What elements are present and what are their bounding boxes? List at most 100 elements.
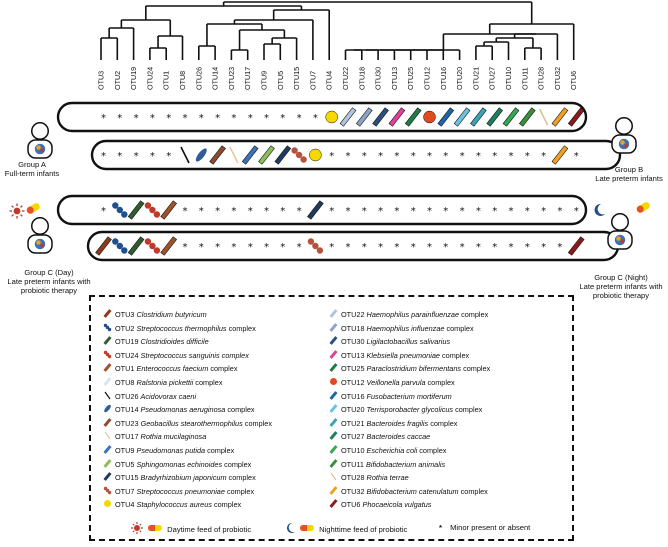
legend-species-name: Streptococcus sanguinis complex — [140, 350, 249, 360]
minor-asterisk: * — [248, 242, 253, 253]
legend-item-otu18: OTU18 Haemophilus influenzae complex — [329, 322, 474, 333]
legend-species-name: Veillonella parvula — [366, 378, 426, 387]
legend-suffix: complex — [428, 418, 458, 428]
minor-label: Minor present or absent — [450, 523, 531, 532]
minor-asterisk: * — [280, 113, 285, 124]
legend-suffix: complex — [225, 405, 255, 415]
legend-otu-id: OTU4 — [115, 500, 137, 510]
legend-otu-id: OTU10 — [341, 446, 367, 455]
legend-item-otu9: OTU9 Pseudomonas putida complex — [103, 445, 234, 455]
legend-item-otu16: OTU16 Fusobacterium mortiferum — [329, 390, 452, 401]
minor-asterisk: * — [557, 242, 562, 253]
minor-asterisk: * — [117, 151, 122, 162]
legend-species-name: Paraclostridium bifermentans — [366, 364, 462, 374]
otu-mark — [209, 145, 226, 165]
sun-icon — [9, 203, 25, 219]
otu-leaf-label: OTU24 — [145, 67, 154, 90]
minor-asterisk: * — [394, 151, 399, 162]
legend-otu-id: OTU11 — [341, 459, 367, 469]
legend-otu-id: OTU26 — [115, 391, 141, 401]
minor-asterisk: * — [101, 113, 106, 124]
legend-item-otu30: OTU30 Ligilactobacillus salivarius — [329, 336, 450, 346]
minor-asterisk: * — [199, 242, 204, 253]
group-c-day-desc1: Late preterm infants with — [7, 277, 91, 286]
minor-asterisk: * — [427, 151, 432, 162]
otu-mark — [518, 107, 536, 127]
legend-otu-id: OTU23 — [115, 418, 141, 428]
pill-icon — [300, 525, 314, 531]
minor-asterisk: * — [525, 151, 530, 162]
dendrogram — [100, 1, 575, 60]
legend-otu-id: OTU32 — [341, 486, 367, 496]
legend-species-name: Ligilactobacillus salivarius — [366, 337, 451, 347]
minor-asterisk: * — [215, 206, 220, 217]
otu-mark — [388, 107, 406, 127]
otu12-swatch-icon — [330, 378, 337, 385]
minor-asterisk: * — [476, 242, 481, 253]
legend-item-otu24: OTU24 Streptococcus sanguinis complex — [103, 350, 249, 360]
infant-icons — [9, 117, 650, 254]
otu10-swatch-icon — [329, 445, 338, 454]
legend-otu-id: OTU20 — [341, 405, 367, 415]
legend-item-otu7: OTU7 Streptococcus pneumoniae complex — [103, 486, 254, 496]
otu22-swatch-icon — [329, 309, 338, 318]
legend-day-feed: Daytime feed of probiotic — [131, 522, 251, 534]
minor-asterisk: * — [362, 206, 367, 217]
minor-asterisk: * — [346, 206, 351, 217]
otu-mark — [241, 145, 259, 165]
legend-species-name: Bradyrhizobium japonicum — [140, 473, 227, 483]
infant-icon — [27, 122, 53, 159]
minor-asterisk: * — [117, 113, 122, 124]
otu13-swatch-icon — [329, 349, 338, 359]
legend-otu-id: OTU14 — [115, 405, 141, 415]
legend-item-otu3: OTU3 Clostridium butyricum — [103, 309, 207, 319]
otu-mark — [180, 146, 190, 164]
minor-asterisk: * — [215, 113, 220, 124]
minor-asterisk: * — [574, 206, 579, 217]
otu-mark — [160, 200, 178, 220]
otu-mark — [112, 202, 128, 218]
otu1-swatch-icon — [103, 363, 112, 373]
otu28-swatch-icon — [330, 472, 337, 481]
minor-asterisk: * — [150, 113, 155, 124]
legend-species-name: Escherichia coli — [366, 446, 418, 455]
otu-leaf-label: OTU9 — [260, 71, 269, 90]
legend-otu-id: OTU9 — [115, 446, 137, 455]
night-feed-label: Nighttime feed of probiotic — [319, 525, 408, 534]
group-c-night-name: Group C (Night) — [594, 273, 648, 282]
minor-asterisk: * — [460, 151, 465, 162]
group-b-label: Group B Late preterm infants — [590, 165, 668, 183]
legend-suffix: complex — [222, 459, 252, 469]
minor-asterisk: * — [329, 206, 334, 217]
minor-asterisk: * — [280, 206, 285, 217]
otu-mark — [144, 238, 161, 254]
legend-item-otu12: OTU12 Veillonella parvula complex — [329, 377, 455, 387]
otu8-swatch-icon — [103, 377, 112, 386]
legend-suffix: complex — [208, 364, 238, 374]
minor-asterisk: * — [297, 206, 302, 217]
legend-item-otu15: OTU15 Bradyrhizobium japonicum complex — [103, 472, 256, 482]
legend-species-name: Sphingomonas echinoides — [136, 459, 223, 469]
otu-mark — [229, 146, 239, 164]
group-b-name: Group B — [614, 165, 644, 174]
otu-mark — [195, 148, 207, 162]
otu-leaf-label: OTU21 — [471, 67, 480, 90]
minor-asterisk: * — [378, 151, 383, 162]
legend-species-name: Haemophilus parainfluenzae — [366, 310, 460, 319]
legend-suffix: complex — [444, 323, 474, 333]
minor-asterisk: * — [134, 151, 139, 162]
legend-night-feed: Nighttime feed of probiotic — [283, 522, 407, 534]
minor-asterisk: * — [264, 113, 269, 124]
minor-asterisk: * — [362, 151, 367, 162]
legend-species-name: Klebsiella pneumoniae — [366, 350, 440, 360]
otu-leaf-label: OTU28 — [537, 67, 546, 90]
minor-asterisk: * — [101, 151, 106, 162]
legend-suffix: complex — [425, 378, 455, 387]
legend-species-name: Acidovorax caeni — [140, 391, 197, 401]
day-feed-label: Daytime feed of probiotic — [167, 525, 252, 534]
legend-item-otu11: OTU11 Bifidobacterium animalis — [329, 458, 445, 469]
legend-species-name: Rothia terrae — [366, 473, 409, 483]
legend-item-otu14: OTU14 Pseudomonas aeruginosa complex — [103, 404, 255, 414]
legend-item-otu17: OTU17 Rothia mucilaginosa — [103, 431, 206, 441]
